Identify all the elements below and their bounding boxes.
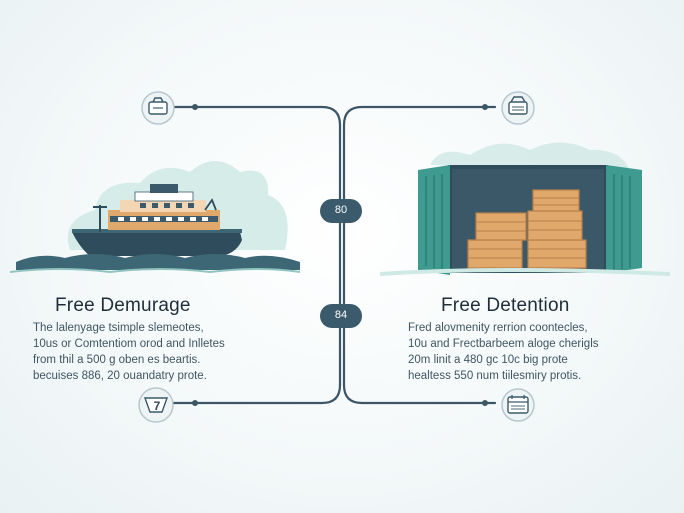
free-detention-description: Fred alovmenity rerrion coontecles, 10u … <box>408 320 668 384</box>
free-detention-title: Free Detention <box>441 295 570 316</box>
timeline-node-top-label: 80 <box>334 204 348 216</box>
desc-line: healtess 550 num tiilesmiry protis. <box>408 370 582 382</box>
timeline-node-middle <box>320 304 362 328</box>
timeline-connectors <box>170 105 497 405</box>
badge-seven-icon <box>138 387 174 423</box>
timeline-node-middle-label: 84 <box>334 309 348 321</box>
cargo-bag-icon <box>141 91 175 125</box>
timeline-dots <box>192 104 488 406</box>
desc-line: 10us or Comtentiom orod and Inlletes <box>33 338 225 350</box>
desc-line: Fred alovmenity rerrion coontecles, <box>408 322 588 334</box>
calendar-icon <box>501 388 535 422</box>
desc-line: 20m linit a 480 gc 10c big prote <box>408 354 568 366</box>
ship-illustration <box>9 161 301 274</box>
free-demurage-title: Free Demurage <box>55 295 191 316</box>
desc-line: The lalenyage tsimple slemeotes, <box>33 322 204 334</box>
timeline-node-top <box>320 199 362 223</box>
desc-line: 10u and Frectbarbeem aloge cherigls <box>408 338 599 350</box>
container-illustration <box>379 142 671 276</box>
cargo-box-icon <box>501 91 535 125</box>
desc-line: from thil a 500 g oben es beartis. <box>33 354 201 366</box>
free-demurage-description: The lalenyage tsimple slemeotes, 10us or… <box>33 320 303 384</box>
badge-label: 7 <box>153 399 161 413</box>
desc-line: becuises 886, 20 ouandatry prote. <box>33 370 207 382</box>
